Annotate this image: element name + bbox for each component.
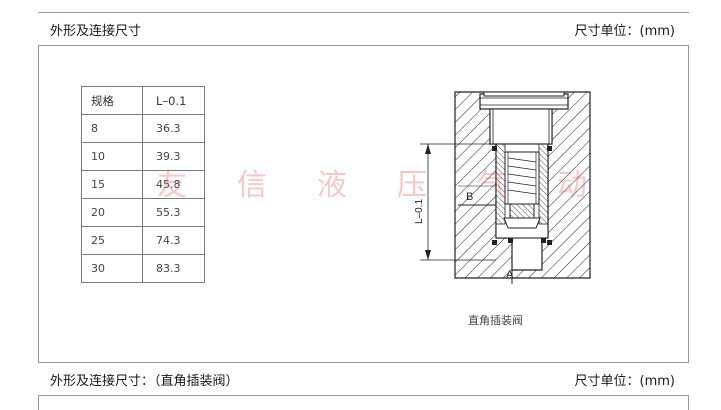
size-cell: 30 [81, 254, 143, 283]
length-cell: 36.3 [142, 114, 205, 143]
length-cell: 74.3 [142, 226, 205, 255]
size-cell: 15 [81, 170, 143, 199]
size-cell: 10 [81, 142, 143, 171]
size-cell: 25 [81, 226, 143, 255]
table-row: 25 74.3 [81, 226, 205, 255]
valve-cross-section-drawing: B A L–0.1 [414, 91, 591, 284]
table-row: 10 39.3 [81, 142, 205, 171]
header-cell: 规格 [81, 86, 143, 115]
port-a-label: A [506, 269, 514, 281]
table-row: 20 55.3 [81, 198, 205, 227]
table-row: 8 36.3 [81, 114, 205, 143]
size-cell: 8 [81, 114, 143, 143]
content-panel [38, 46, 689, 362]
unit-label: 尺寸单位：(mm) [574, 23, 675, 39]
content-panel-next [38, 396, 689, 410]
port-b-label: B [466, 191, 473, 203]
table-header-row: 规格 L–0.1 [81, 86, 205, 115]
length-cell: 83.3 [142, 254, 205, 283]
unit-label: 尺寸单位：(mm) [574, 373, 675, 389]
section-title: 外形及连接尺寸：（直角插装阀） [50, 373, 239, 389]
table-row: 30 83.3 [81, 254, 205, 283]
size-cell: 20 [81, 198, 143, 227]
header-cell: L–0.1 [142, 86, 205, 115]
length-cell: 45.8 [142, 170, 205, 199]
dimension-label: L–0.1 [414, 199, 425, 224]
section-title: 外形及连接尺寸 [50, 23, 142, 39]
spring [507, 157, 537, 195]
drawing-caption: 直角插装阀 [468, 314, 523, 327]
spec-table: 规格 L–0.1 8 36.3 10 39.3 15 45.8 20 55.3 … [81, 86, 205, 283]
length-cell: 55.3 [142, 198, 205, 227]
poppet [509, 203, 535, 219]
valve-body-upper [489, 108, 553, 145]
section-header-next: 外形及连接尺寸：（直角插装阀） 尺寸单位：(mm) [38, 362, 689, 396]
table-row: 15 45.8 [81, 170, 205, 199]
length-cell: 39.3 [142, 142, 205, 171]
section-header: 外形及连接尺寸 尺寸单位：(mm) [38, 12, 689, 46]
